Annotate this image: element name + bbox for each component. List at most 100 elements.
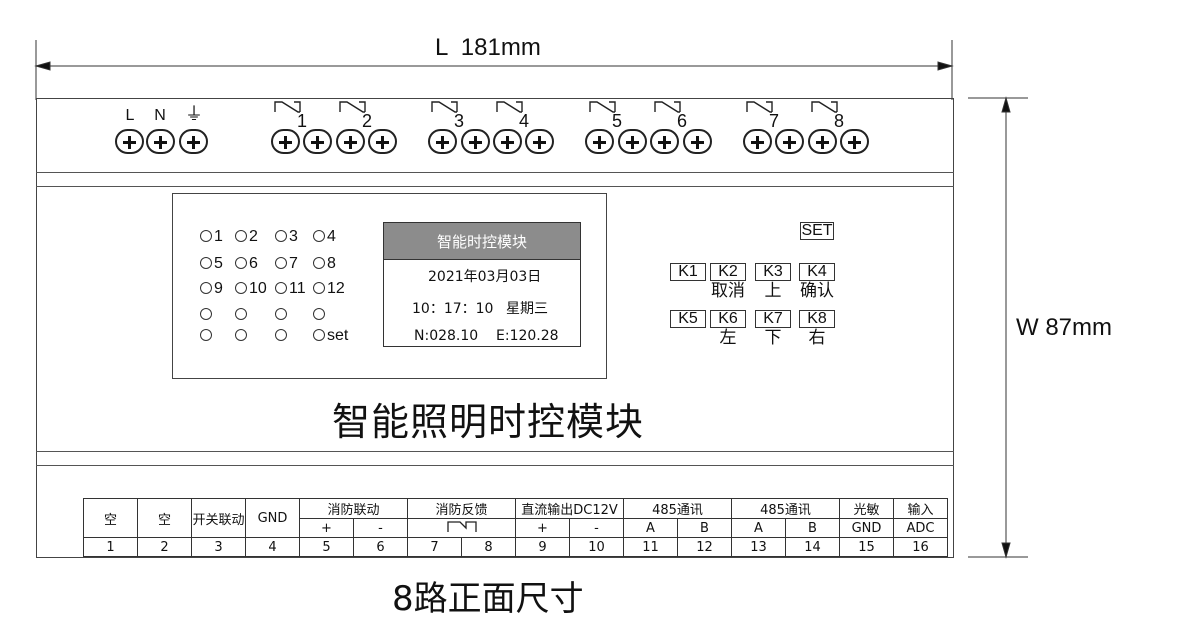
terminal-number: 6 bbox=[353, 537, 408, 557]
screw-terminal bbox=[368, 129, 397, 154]
lcd-display: 智能时控模块 2021年03月03日 10：17：10 星期三 N:028.10… bbox=[383, 222, 581, 347]
key-k1[interactable]: K1 bbox=[670, 263, 706, 281]
terminal-label-n: N bbox=[154, 107, 166, 124]
key-caption: 右 bbox=[808, 328, 826, 348]
length-dimension-label: L 181mm bbox=[435, 34, 541, 61]
screw-terminal bbox=[808, 129, 837, 154]
screw-terminal bbox=[650, 129, 679, 154]
terminal-sub: B bbox=[785, 518, 840, 538]
led-indicator: 11 bbox=[275, 280, 306, 298]
relay-contact-icons bbox=[274, 101, 838, 113]
led-circle-icon bbox=[313, 282, 325, 294]
nc-contact-icon bbox=[407, 518, 516, 538]
key-k5[interactable]: K5 bbox=[670, 310, 706, 328]
led-circle-icon bbox=[275, 257, 287, 269]
led-indicator: 6 bbox=[235, 255, 258, 273]
width-dimension-label: W 87mm bbox=[1016, 314, 1112, 341]
key-k8[interactable]: K8 bbox=[799, 310, 835, 328]
led-indicator bbox=[275, 327, 289, 345]
key-k3[interactable]: K3 bbox=[755, 263, 791, 281]
lcd-time: 10：17：10 bbox=[412, 301, 494, 317]
led-indicator: 5 bbox=[200, 255, 223, 273]
led-indicator: set bbox=[313, 327, 348, 345]
led-indicator: 2 bbox=[235, 228, 258, 246]
led-indicator bbox=[200, 306, 214, 324]
screw-terminal bbox=[743, 129, 772, 154]
led-circle-icon bbox=[275, 230, 287, 242]
terminal-group: 输入 bbox=[893, 498, 948, 519]
terminal-table: 空 空 开关联动 GND 消防联动 消防反馈 直流输出DC12V 485通讯 4… bbox=[83, 498, 948, 557]
relay-label-4: 4 bbox=[518, 111, 529, 131]
key-k6[interactable]: K6 bbox=[710, 310, 746, 328]
relay-label-8: 8 bbox=[833, 111, 844, 131]
terminal-sub: ADC bbox=[893, 518, 948, 538]
terminal-group: 消防反馈 bbox=[407, 498, 516, 519]
terminal-number: 1 bbox=[83, 537, 138, 557]
key-k7[interactable]: K7 bbox=[755, 310, 791, 328]
set-key[interactable]: SET bbox=[800, 222, 834, 240]
terminal-number: 9 bbox=[515, 537, 570, 557]
led-circle-icon bbox=[235, 282, 247, 294]
led-indicator: 10 bbox=[235, 280, 267, 298]
terminal-sub: B bbox=[677, 518, 732, 538]
led-indicator bbox=[275, 306, 289, 324]
led-circle-icon bbox=[313, 308, 325, 320]
screw-terminal bbox=[428, 129, 457, 154]
led-circle-icon bbox=[313, 230, 325, 242]
ground-icon: ⏚ bbox=[185, 104, 203, 124]
key-caption: 取消 bbox=[711, 281, 745, 301]
terminal-number: 15 bbox=[839, 537, 894, 557]
terminal-number: 3 bbox=[191, 537, 246, 557]
led-circle-icon bbox=[200, 329, 212, 341]
top-divider-2 bbox=[36, 186, 954, 187]
terminal-number: 2 bbox=[137, 537, 192, 557]
screw-terminal bbox=[840, 129, 869, 154]
screw-terminal-n bbox=[146, 129, 175, 154]
terminal-group: 空 bbox=[137, 498, 192, 538]
terminal-sub: A bbox=[731, 518, 786, 538]
terminal-number: 14 bbox=[785, 537, 840, 557]
lcd-date: 2021年03月03日 bbox=[428, 269, 542, 285]
key-k4[interactable]: K4 bbox=[799, 263, 835, 281]
led-circle-icon bbox=[275, 329, 287, 341]
module-outline bbox=[36, 98, 954, 558]
lcd-title: 智能时控模块 bbox=[384, 223, 580, 260]
led-indicator: 4 bbox=[313, 228, 336, 246]
led-indicator: 9 bbox=[200, 280, 223, 298]
screw-terminal bbox=[775, 129, 804, 154]
led-circle-icon bbox=[235, 230, 247, 242]
led-circle-icon bbox=[313, 257, 325, 269]
lcd-weekday: 星期三 bbox=[506, 301, 548, 317]
lcd-n-value: N:028.10 bbox=[414, 328, 479, 344]
led-circle-icon bbox=[235, 329, 247, 341]
terminal-group: 开关联动 bbox=[191, 498, 246, 538]
terminal-sub: GND bbox=[839, 518, 894, 538]
screw-terminal bbox=[493, 129, 522, 154]
relay-label-7: 7 bbox=[768, 111, 779, 131]
led-indicator: 7 bbox=[275, 255, 298, 273]
terminal-group: 空 bbox=[83, 498, 138, 538]
terminal-number: 11 bbox=[623, 537, 678, 557]
led-circle-icon bbox=[200, 308, 212, 320]
key-caption: 上 bbox=[764, 281, 782, 301]
terminal-group: 消防联动 bbox=[299, 498, 408, 519]
key-caption: 下 bbox=[764, 328, 782, 348]
led-indicator: 8 bbox=[313, 255, 336, 273]
terminal-sub: - bbox=[353, 518, 408, 538]
terminal-number: 16 bbox=[893, 537, 948, 557]
led-circle-icon bbox=[235, 308, 247, 320]
relay-label-3: 3 bbox=[453, 111, 464, 131]
footer-title: 8路正面尺寸 bbox=[392, 579, 584, 619]
led-indicator: 3 bbox=[275, 228, 298, 246]
terminal-group: 直流输出DC12V bbox=[515, 498, 624, 519]
terminal-number: 5 bbox=[299, 537, 354, 557]
key-k2[interactable]: K2 bbox=[710, 263, 746, 281]
screw-terminal bbox=[271, 129, 300, 154]
screw-terminal bbox=[336, 129, 365, 154]
terminal-label-l: L bbox=[125, 107, 135, 124]
led-indicator bbox=[200, 327, 214, 345]
terminal-sub: A bbox=[623, 518, 678, 538]
front-panel bbox=[172, 193, 607, 379]
led-circle-icon bbox=[313, 329, 325, 341]
